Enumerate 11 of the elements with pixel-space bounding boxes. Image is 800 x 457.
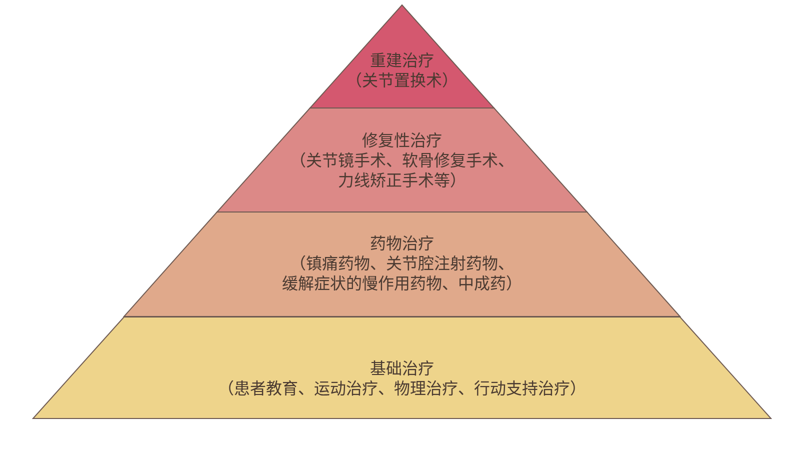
tier-title: 基础治疗 <box>370 359 434 379</box>
tier-description: （关节镜手术、软骨修复手术、力线矫正手术等） <box>290 151 514 191</box>
tier-description: （镇痛药物、关节腔注射药物、缓解症状的慢作用药物、中成药） <box>282 254 522 294</box>
pyramid-tier <box>33 316 771 418</box>
tier-description: （患者教育、运动治疗、物理治疗、行动支持治疗） <box>218 379 586 399</box>
tier-title: 修复性治疗 <box>362 131 442 151</box>
pyramid-tier <box>217 108 587 212</box>
tier-title: 药物治疗 <box>370 234 434 254</box>
tier-title: 重建治疗 <box>370 51 434 71</box>
pyramid-tier <box>124 212 680 316</box>
tier-description: （关节置换术） <box>346 71 458 91</box>
